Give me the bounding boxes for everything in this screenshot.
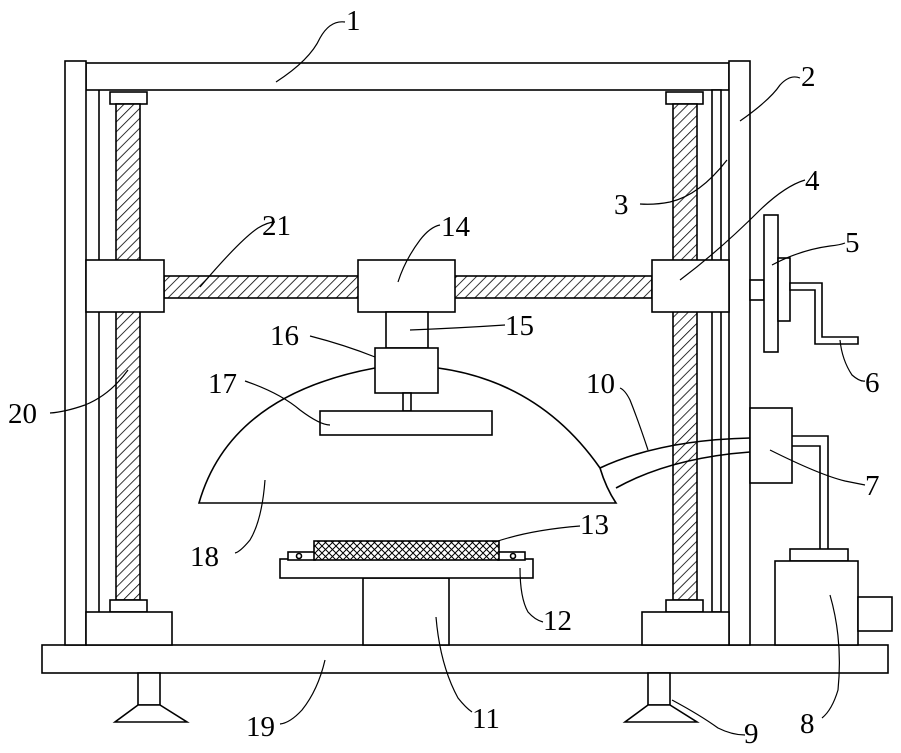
label-8: 8	[800, 708, 815, 740]
label-10: 10	[586, 368, 615, 400]
right-foot	[625, 673, 697, 722]
label-5: 5	[845, 227, 860, 259]
top-beam	[86, 63, 729, 90]
label-14: 14	[441, 211, 471, 243]
label-16: 16	[270, 320, 299, 352]
left-post	[65, 61, 86, 645]
workpiece-mesh	[314, 541, 499, 560]
label-3: 3	[614, 189, 629, 221]
right-screw-bottom-bearing	[666, 600, 703, 612]
label-21: 21	[262, 210, 291, 242]
right-lead-screw	[673, 104, 697, 600]
motor-block	[375, 348, 438, 393]
crank-handle	[790, 283, 858, 344]
left-screw-bottom-bearing	[110, 600, 147, 612]
label-2: 2	[801, 61, 816, 93]
right-screw-nut	[652, 260, 729, 312]
label-15: 15	[505, 310, 534, 342]
left-foot	[115, 673, 187, 722]
label-11: 11	[472, 703, 500, 735]
hand-wheel	[764, 215, 778, 352]
label-12: 12	[543, 605, 572, 637]
pump-outlet	[858, 597, 892, 631]
label-6: 6	[865, 367, 880, 399]
table-pedestal	[363, 578, 449, 645]
left-screw-top-bearing	[110, 92, 147, 104]
label-7: 7	[865, 470, 880, 502]
working-head	[320, 411, 492, 435]
label-18: 18	[190, 541, 219, 573]
label-19: 19	[246, 711, 275, 743]
right-screw-top-bearing	[666, 92, 703, 104]
right-post	[729, 61, 750, 645]
shaft	[403, 393, 411, 411]
label-4: 4	[805, 165, 820, 197]
left-screw-nut	[86, 260, 164, 312]
carriage-block	[358, 260, 455, 312]
base-plate	[42, 645, 888, 673]
left-lead-screw	[116, 104, 140, 600]
label-20: 20	[8, 398, 37, 430]
label-1: 1	[346, 5, 361, 37]
vacuum-hose	[792, 436, 828, 549]
pump-cap	[790, 549, 848, 561]
label-13: 13	[580, 509, 609, 541]
vacuum-block	[750, 408, 792, 483]
pump-body	[775, 561, 858, 645]
wheel-shaft	[750, 280, 764, 300]
label-9: 9	[744, 718, 759, 750]
wheel-hub	[778, 258, 790, 321]
table-top	[280, 559, 533, 578]
right-screw-base	[642, 612, 729, 645]
left-screw-base	[86, 612, 172, 645]
label-17: 17	[208, 368, 237, 400]
